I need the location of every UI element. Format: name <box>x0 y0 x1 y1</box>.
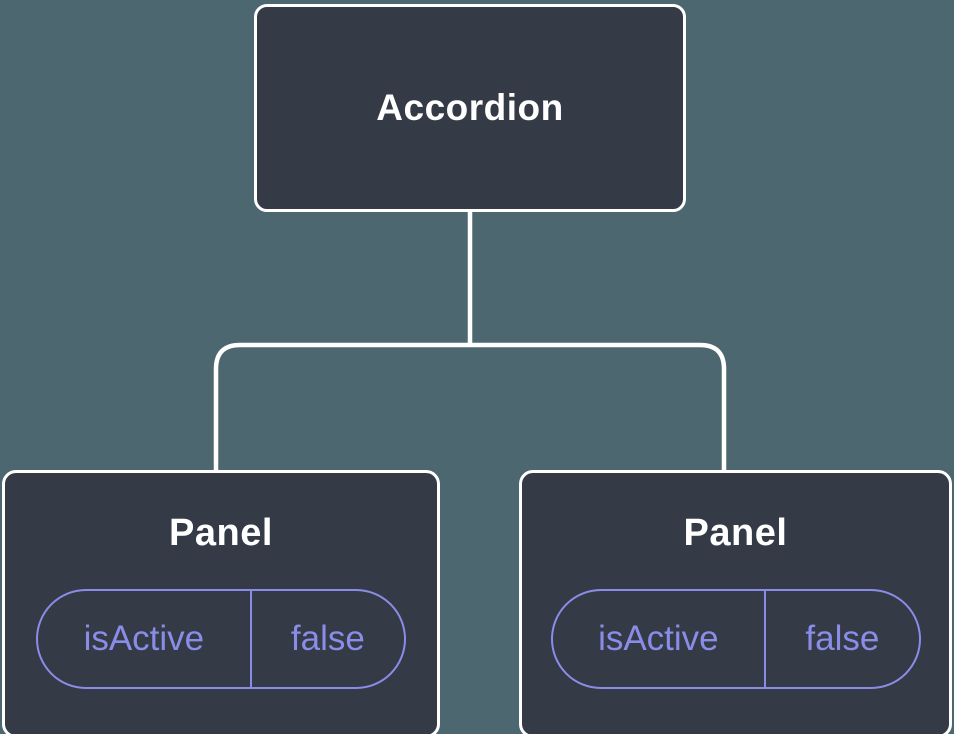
state-key-label: isActive <box>598 619 719 658</box>
accordion-node: Accordion <box>254 4 686 212</box>
state-key-cell: isActive <box>38 591 252 687</box>
state-value-label: false <box>805 619 880 658</box>
state-pill: isActive false <box>550 589 921 689</box>
panel-node-right: Panel isActive false <box>519 470 952 734</box>
state-value-cell: false <box>766 591 918 687</box>
connector-branch <box>213 342 727 471</box>
accordion-node-label: Accordion <box>376 87 564 128</box>
state-key-label: isActive <box>83 619 205 658</box>
panel-node-left: Panel isActive false <box>2 470 440 734</box>
panel-node-label: Panel <box>169 512 273 554</box>
state-key-cell: isActive <box>553 591 767 687</box>
state-value-label: false <box>290 619 365 658</box>
state-pill: isActive false <box>36 589 406 689</box>
state-value-cell: false <box>252 591 404 687</box>
panel-node-label: Panel <box>683 512 788 554</box>
